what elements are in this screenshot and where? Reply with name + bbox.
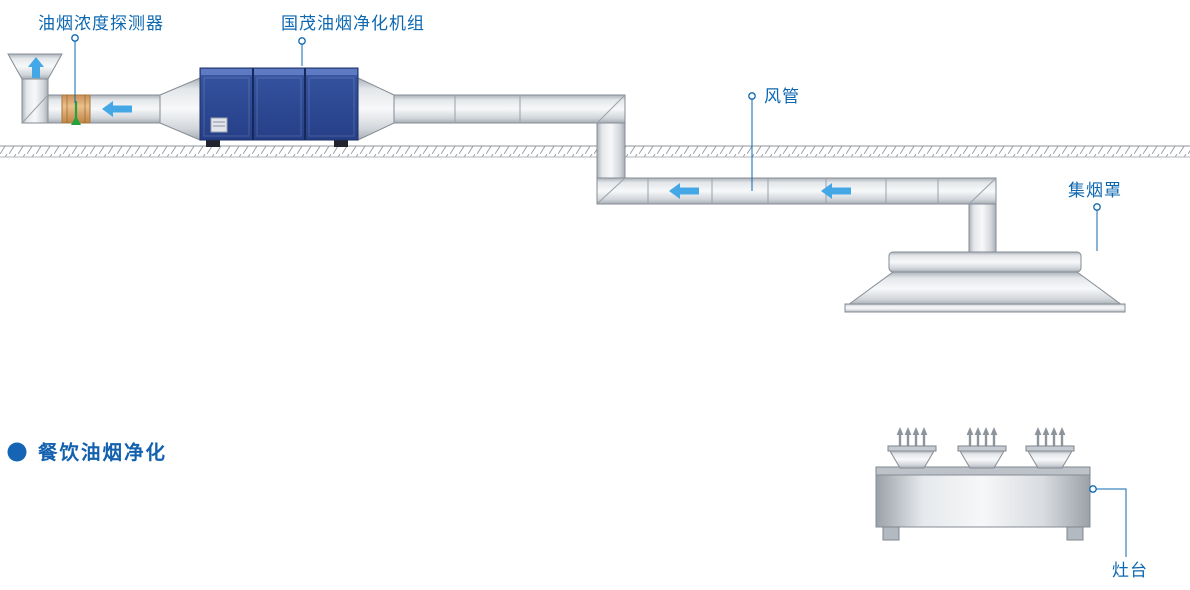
elbow-seam (22, 95, 48, 123)
flow-arrow-icon (821, 183, 851, 199)
steam-arrow-icon (1050, 427, 1058, 447)
caption-title: 餐饮油烟净化 (38, 441, 167, 464)
steam-arrow-icon (1058, 427, 1066, 447)
steam-arrow-icon (920, 427, 928, 447)
leader-dot (298, 37, 306, 45)
detector-label: 油烟浓度探测器 (38, 14, 164, 33)
burner-rim (957, 445, 1007, 452)
stove-foot-left (882, 526, 900, 541)
burner (957, 445, 1007, 469)
unit-foot-right (334, 140, 348, 147)
exhaust-stack (21, 78, 49, 124)
steam-arrow-icon (982, 427, 990, 447)
unit-panel-frame (256, 77, 302, 137)
hood-flare (846, 271, 1124, 306)
caption-bullet-icon (7, 442, 27, 462)
steam-arrow-icon (966, 427, 974, 447)
hood-neck (888, 251, 1082, 273)
annotation-detector: 油烟浓度探测器 (38, 14, 164, 103)
unit-name-plate (210, 117, 228, 133)
stove-body (875, 474, 1091, 528)
burner-bowl (889, 450, 935, 469)
burner-bowl (959, 450, 1005, 469)
duct-upper-right (393, 94, 626, 181)
annotation-purifier: 国茂油烟净化机组 (281, 14, 425, 66)
leader-dot (1093, 203, 1101, 211)
burner (887, 445, 937, 469)
annotations: 油烟浓度探测器 国茂油烟净化机组 风管 集烟罩 灶台 (38, 14, 1148, 580)
smoke-hood (844, 251, 1126, 313)
burner-bowl (1027, 450, 1073, 469)
stove (875, 427, 1091, 541)
elbow-seam (969, 178, 996, 204)
steam-arrow-icon (1034, 427, 1042, 447)
annotation-air-duct: 风管 (748, 87, 800, 191)
burner (1025, 445, 1075, 469)
burner-rim (1025, 445, 1075, 452)
annotation-stove: 灶台 (1089, 485, 1148, 580)
duct-lower (596, 177, 997, 254)
duct-vertical-drop (596, 122, 626, 181)
unit-foot-left (206, 140, 220, 147)
steam-arrow-icon (912, 427, 920, 447)
detector-sensor-icon (71, 116, 81, 125)
stove-foot-right (1066, 526, 1084, 541)
steam-arrow-icon (904, 427, 912, 447)
elbow-seam (597, 178, 625, 204)
caption: 餐饮油烟净化 (7, 441, 167, 464)
air-duct-label: 风管 (764, 87, 800, 106)
steam-arrow-icon (896, 427, 904, 447)
flow-arrow-icon (102, 101, 132, 117)
unit-panel-frame (308, 77, 355, 137)
roof-hatch (0, 146, 1190, 157)
leader-dot (748, 92, 756, 100)
elbow-seam (597, 95, 625, 123)
unit-top-highlight (201, 69, 357, 75)
exhaust-outlet (7, 53, 63, 124)
smoke-hood-label: 集烟罩 (1068, 181, 1122, 200)
annotation-smoke-hood: 集烟罩 (1068, 181, 1122, 251)
outlet-cone (357, 77, 395, 141)
duct-segment (596, 177, 997, 205)
unit-panel-frame (203, 77, 250, 137)
roof-slab (0, 145, 1190, 158)
leader-dot (1089, 485, 1097, 493)
steam-arrow-icon (974, 427, 982, 447)
purifier-unit (159, 67, 395, 147)
up-flow-arrow-icon (28, 57, 44, 78)
inlet-cone (159, 77, 201, 141)
leader-dot (71, 34, 79, 42)
steam-arrow-icon (1042, 427, 1050, 447)
duct-segment (393, 94, 626, 124)
hood-rim (844, 303, 1126, 313)
leader-line (1096, 488, 1127, 557)
steam-arrow-icon (990, 427, 998, 447)
stove-label: 灶台 (1112, 561, 1148, 580)
purifier-label: 国茂油烟净化机组 (281, 14, 425, 33)
duct-vertical-drop (968, 203, 997, 254)
burner-rim (887, 445, 937, 452)
flow-arrow-icon (669, 183, 699, 199)
duct-upper-left (47, 94, 161, 125)
